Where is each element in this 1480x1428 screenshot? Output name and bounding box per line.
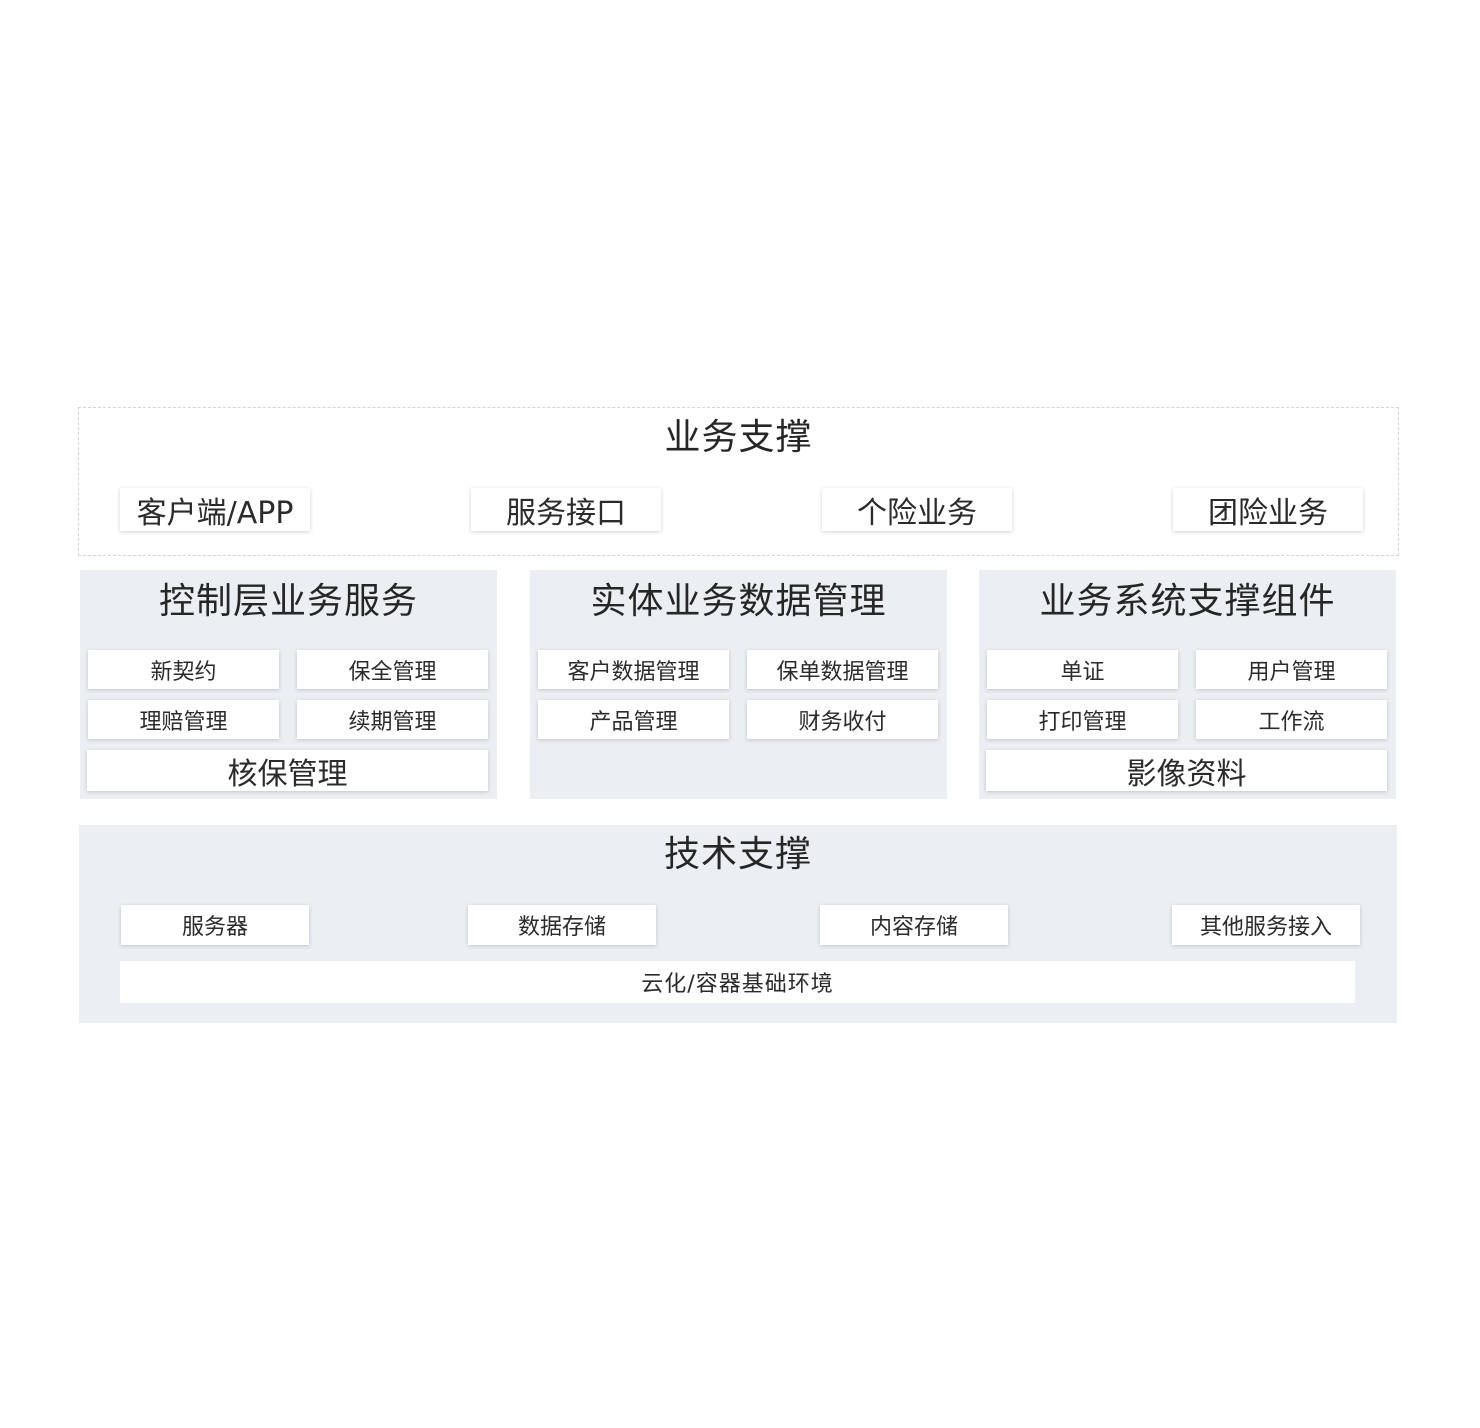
system-components-panel: 业务系统支撑组件 单证 用户管理 打印管理 工作流 影像资料 — [979, 570, 1396, 799]
entity-data-title: 实体业务数据管理 — [590, 581, 887, 622]
customer-data-box: 客户数据管理 — [538, 650, 729, 689]
underwriting-mgmt-box: 核保管理 — [87, 750, 488, 792]
user-mgmt-box: 用户管理 — [1196, 650, 1387, 689]
preservation-mgmt-box: 保全管理 — [297, 650, 488, 689]
business-support-section: 业务支撑 客户端/APP 服务接口 个险业务 团险业务 — [78, 407, 1399, 556]
group-insurance-box: 团险业务 — [1173, 488, 1363, 531]
control-layer-title: 控制层业务服务 — [158, 581, 418, 622]
server-box: 服务器 — [121, 905, 309, 945]
entity-data-panel: 实体业务数据管理 客户数据管理 保单数据管理 产品管理 财务收付 — [530, 570, 947, 799]
workflow-box: 工作流 — [1196, 700, 1387, 739]
policy-data-box: 保单数据管理 — [747, 650, 938, 689]
cloud-container-base-bar: 云化/容器基础环境 — [120, 961, 1355, 1003]
business-support-title: 业务支撑 — [664, 417, 813, 458]
content-storage-box: 内容存储 — [820, 905, 1008, 945]
system-components-title: 业务系统支撑组件 — [1039, 581, 1336, 622]
finance-payment-box: 财务收付 — [747, 700, 938, 739]
image-materials-box: 影像资料 — [986, 750, 1387, 792]
tech-support-title: 技术支撑 — [663, 834, 812, 875]
document-box: 单证 — [987, 650, 1178, 689]
service-interface-box: 服务接口 — [471, 488, 661, 531]
print-mgmt-box: 打印管理 — [987, 700, 1178, 739]
other-services-box: 其他服务接入 — [1172, 905, 1360, 945]
data-storage-box: 数据存储 — [468, 905, 656, 945]
control-layer-panel: 控制层业务服务 新契约 保全管理 理赔管理 续期管理 核保管理 — [80, 570, 497, 799]
new-contract-box: 新契约 — [88, 650, 279, 689]
tech-support-section: 技术支撑 服务器 数据存储 内容存储 其他服务接入 云化/容器基础环境 — [79, 825, 1397, 1023]
individual-insurance-box: 个险业务 — [822, 488, 1012, 531]
client-app-box: 客户端/APP — [120, 488, 310, 531]
claims-mgmt-box: 理赔管理 — [88, 700, 279, 739]
renewal-mgmt-box: 续期管理 — [297, 700, 488, 739]
product-mgmt-box: 产品管理 — [538, 700, 729, 739]
